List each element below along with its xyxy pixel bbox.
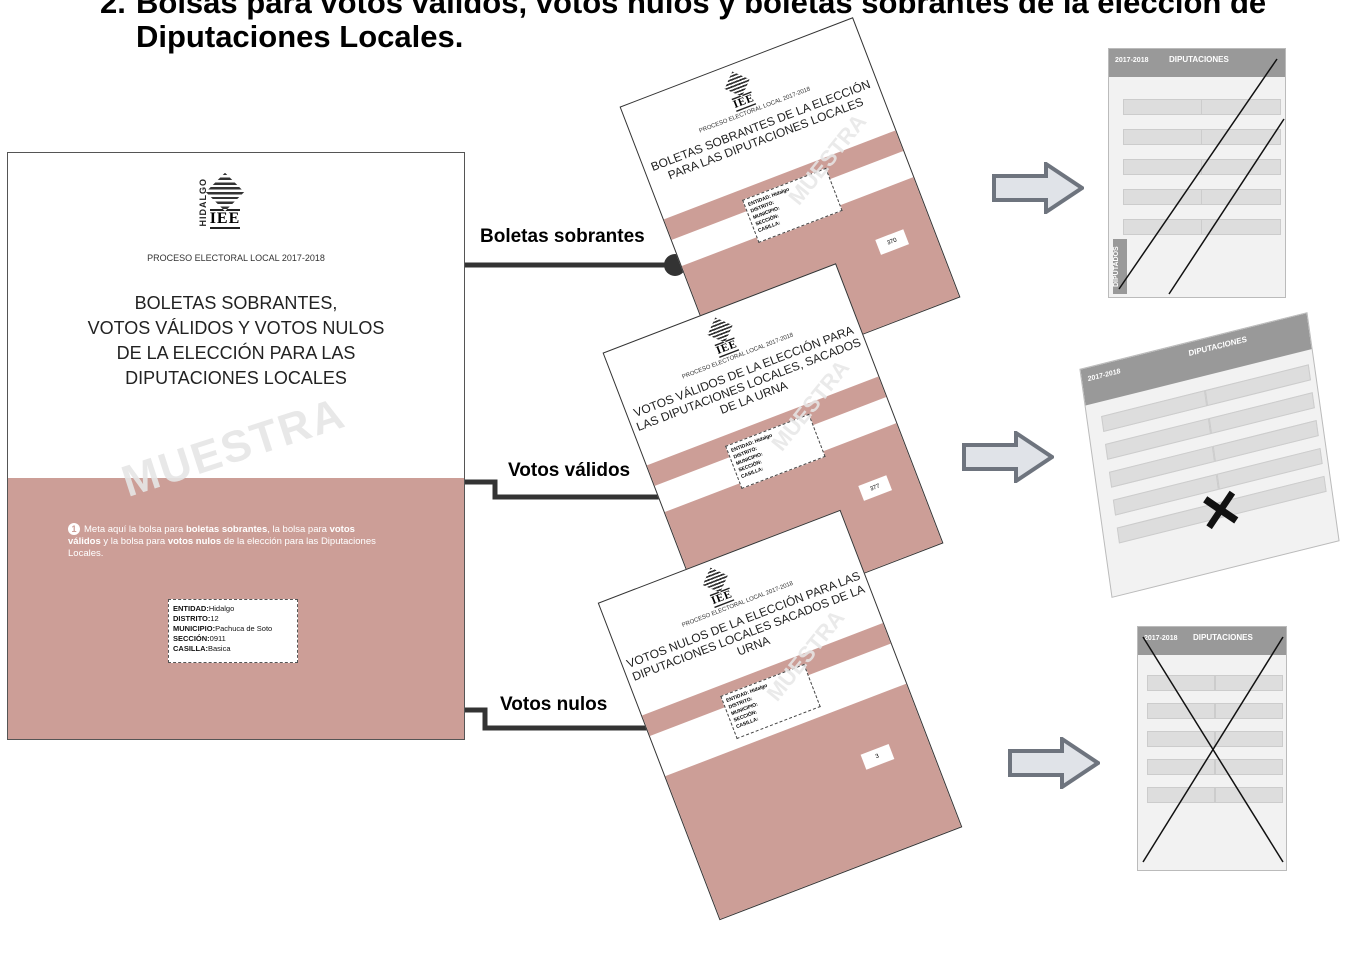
connector-nulos xyxy=(465,707,662,731)
instr-part: y la bolsa para xyxy=(100,536,168,547)
ballot-cell xyxy=(1146,787,1215,803)
label-votos-validos: Votos válidos xyxy=(508,460,631,481)
ballot-cell xyxy=(1214,787,1284,803)
process-label: PROCESO ELECTORAL LOCAL 2017-2018 xyxy=(147,253,325,263)
ballot-cell xyxy=(1214,759,1284,775)
ballot-cell xyxy=(1146,759,1215,775)
arrow-right-icon xyxy=(1008,737,1100,789)
heading-line-1: Bolsas para votos válidos, votos nulos y… xyxy=(136,0,1267,20)
label-key: ENTIDAD: xyxy=(173,604,209,613)
ballot-title: DIPUTACIONES xyxy=(1169,55,1229,64)
heading-line-2: Diputaciones Locales. xyxy=(136,19,464,54)
ballot-year: 2017-2018 xyxy=(1115,57,1149,64)
label-key: DISTRITO: xyxy=(173,614,211,623)
instruction-text: 1 Meta aquí la bolsa para boletas sobrant… xyxy=(68,523,388,560)
instr-bold: votos válidos xyxy=(68,524,355,547)
label-value: Pachuca de Soto xyxy=(215,624,273,633)
vote-mark-icon xyxy=(1203,490,1239,530)
iee-logo: HIDALGO IEE xyxy=(198,172,245,229)
ballot-cell xyxy=(1200,189,1282,205)
ballot-cell xyxy=(1200,219,1282,235)
iee-logo: IEE xyxy=(700,565,736,609)
arrow-right-icon xyxy=(962,431,1054,483)
label-key: CASILLA: xyxy=(173,644,208,653)
ballot-cell xyxy=(1146,703,1215,719)
connector-validos xyxy=(465,479,675,500)
instr-part: , la bolsa para xyxy=(267,524,330,535)
section-heading: 2. Bolsas para votos válidos, votos nulos… xyxy=(100,0,1266,54)
label-votos-nulos: Votos nulos xyxy=(500,694,608,715)
label-key: MUNICIPIO: xyxy=(173,624,216,633)
title-line: VOTOS VÁLIDOS Y VOTOS NULOS xyxy=(87,318,385,338)
instruction-number: 1 xyxy=(68,523,80,535)
iee-logo: IEE xyxy=(705,315,741,359)
envelope-title: BOLETAS SOBRANTES, VOTOS VÁLIDOS Y VOTOS… xyxy=(8,291,464,391)
ballot-year: 2017-2018 xyxy=(1087,368,1121,384)
ballot-cell xyxy=(1146,675,1215,691)
ballot-title: DIPUTACIONES xyxy=(1193,633,1253,642)
ballot-cell xyxy=(1214,703,1284,719)
label-value: Basica xyxy=(208,644,231,653)
label-key: SECCIÓN: xyxy=(173,634,210,643)
ballot-year: 2017-2018 xyxy=(1144,635,1178,642)
ballot-cell xyxy=(1146,731,1215,747)
envelope-data-label: ENTIDAD:Hidalgo DISTRITO:12 MUNICIPIO:Pa… xyxy=(168,599,298,663)
instr-part: Meta aquí la bolsa para xyxy=(84,524,186,535)
arrow-right-icon xyxy=(992,162,1084,214)
title-line: DE LA ELECCIÓN PARA LAS xyxy=(116,343,356,363)
label-boletas-sobrantes: Boletas sobrantes xyxy=(480,226,645,247)
ballot-cell xyxy=(1200,99,1282,115)
ballot-header: 2017-2018 DIPUTACIONES xyxy=(1109,49,1285,77)
label-value: 0911 xyxy=(209,634,226,643)
cross-out-lines xyxy=(1118,58,1285,295)
title-line: BOLETAS SOBRANTES, xyxy=(134,293,338,313)
ballot-null-vote: 2017-2018 DIPUTACIONES xyxy=(1137,626,1287,871)
title-line: DIPUTACIONES LOCALES xyxy=(125,368,347,388)
ballot-cell xyxy=(1200,159,1282,175)
heading-number: 2. xyxy=(100,0,126,20)
instr-bold: votos nulos xyxy=(167,536,222,547)
cross-out-lines xyxy=(1142,636,1284,863)
instr-bold: boletas sobrantes xyxy=(185,524,268,535)
label-value: 12 xyxy=(210,614,219,623)
ballot-cell xyxy=(1214,731,1284,747)
main-envelope: HIDALGO IEE PROCESO ELECTORAL LOCAL 2017… xyxy=(7,152,465,740)
label-value: Hidalgo xyxy=(208,604,235,613)
instr-part: de la elección para las Diputaciones Loc… xyxy=(68,536,376,559)
iee-logo: IEE xyxy=(722,69,758,113)
ballot-header: 2017-2018 DIPUTACIONES xyxy=(1138,627,1286,655)
